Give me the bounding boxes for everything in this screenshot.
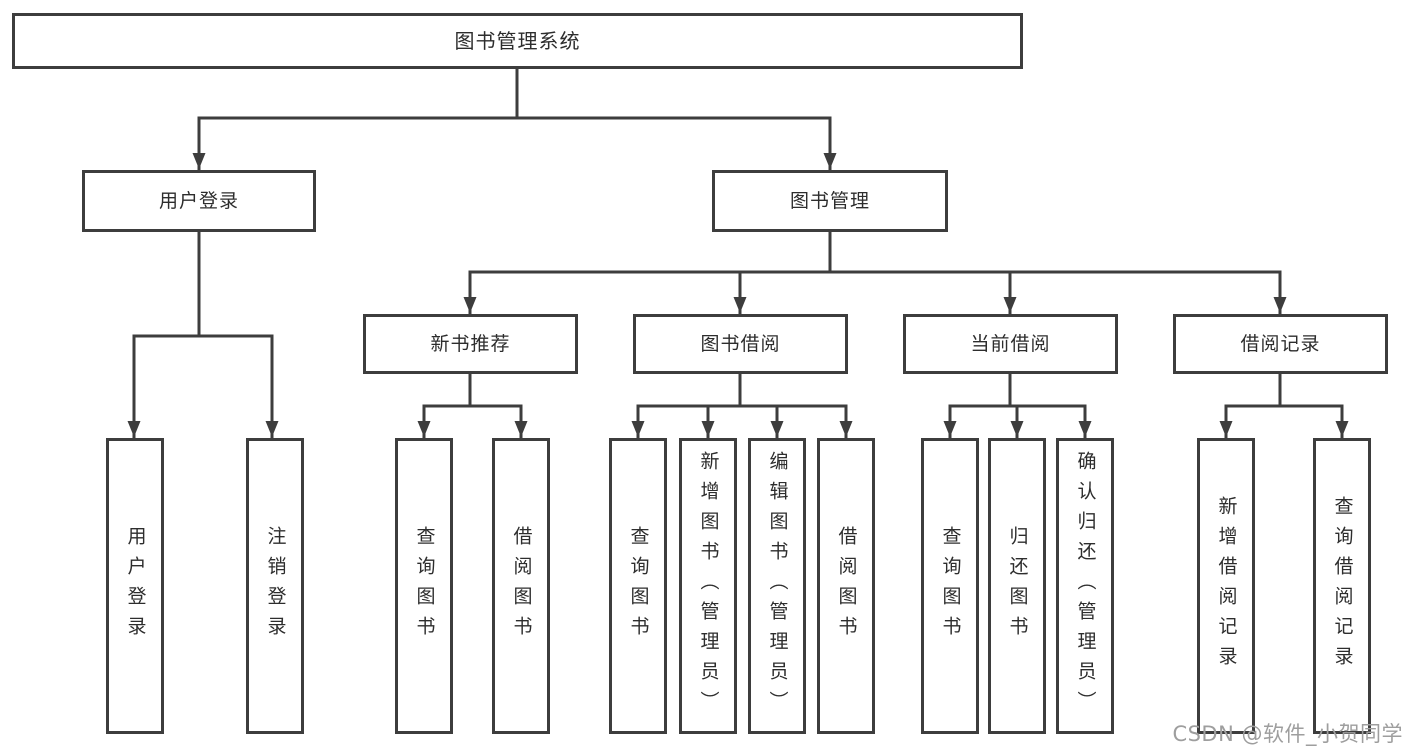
node-current-borrowing: 当前借阅 <box>903 314 1118 374</box>
node-book-borrowing: 图书借阅 <box>633 314 848 374</box>
leaf-add-book-admin: 新增图书（管理员） <box>679 438 737 734</box>
leaf-add-borrow-record: 新增借阅记录 <box>1197 438 1255 734</box>
leaf-query-books-borrowing: 查询图书 <box>609 438 667 734</box>
leaf-query-books-recommend: 查询图书 <box>395 438 453 734</box>
leaf-query-books-current: 查询图书 <box>921 438 979 734</box>
leaf-return-book: 归还图书 <box>988 438 1046 734</box>
node-user-login-module: 用户登录 <box>82 170 316 232</box>
leaf-confirm-return-admin: 确认归还（管理员） <box>1056 438 1114 734</box>
leaf-edit-book-admin: 编辑图书（管理员） <box>748 438 806 734</box>
node-borrowing-records: 借阅记录 <box>1173 314 1388 374</box>
leaf-borrow-books: 借阅图书 <box>817 438 875 734</box>
leaf-logout: 注销登录 <box>246 438 304 734</box>
leaf-user-login: 用户登录 <box>106 438 164 734</box>
leaf-query-borrow-record: 查询借阅记录 <box>1313 438 1371 734</box>
leaf-borrow-books-recommend: 借阅图书 <box>492 438 550 734</box>
node-book-management-module: 图书管理 <box>712 170 948 232</box>
node-new-book-recommend: 新书推荐 <box>363 314 578 374</box>
node-root-system: 图书管理系统 <box>12 13 1023 69</box>
